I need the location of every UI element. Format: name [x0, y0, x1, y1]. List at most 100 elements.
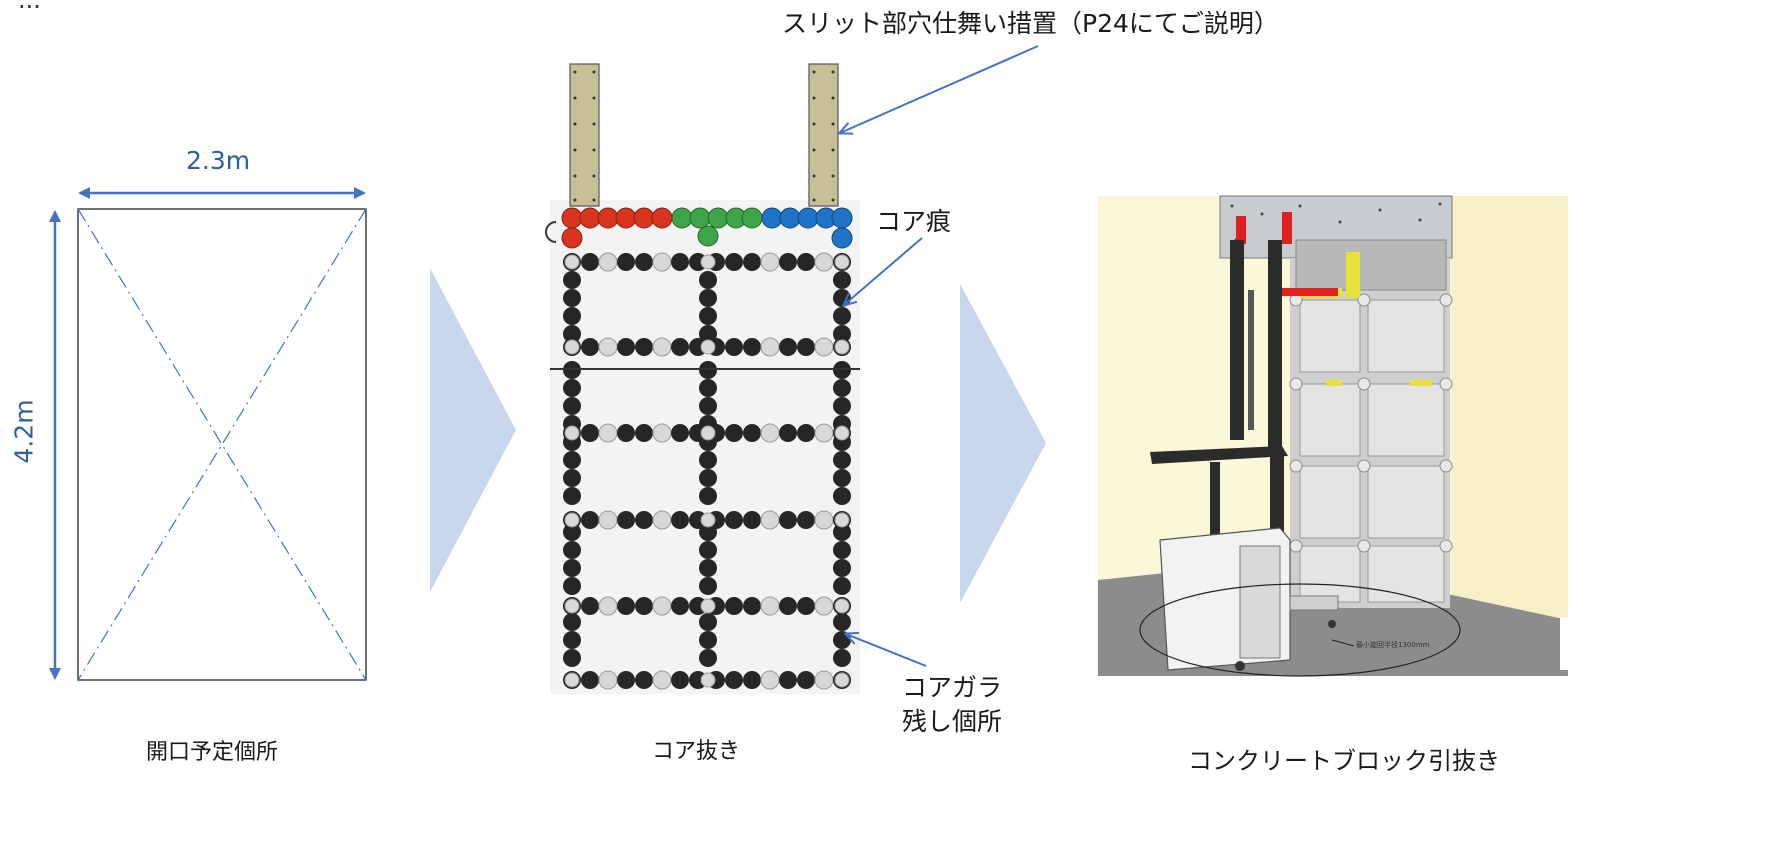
slit-core-blue	[761, 207, 853, 249]
core-hole	[671, 597, 689, 615]
core-hole	[617, 597, 635, 615]
core-hole	[635, 511, 653, 529]
core-rubble	[834, 425, 850, 441]
slit-plate-left	[569, 63, 600, 207]
core-hole	[725, 511, 743, 529]
core-hole	[699, 649, 717, 667]
core-hole	[563, 379, 581, 397]
core-hole	[833, 613, 851, 631]
core-hole	[563, 469, 581, 487]
core-rubble	[834, 672, 850, 688]
core-hole	[581, 338, 599, 356]
core-hole	[797, 597, 815, 615]
core-rubble	[700, 512, 716, 528]
slit-note-label: スリット部穴仕舞い措置（P24にてご説明）	[782, 9, 1279, 38]
core-hole	[797, 424, 815, 442]
core-hole	[563, 487, 581, 505]
core-hole	[833, 307, 851, 325]
core-mark-label: コア痕	[876, 207, 952, 236]
core-hole	[743, 671, 761, 689]
core-hole	[699, 469, 717, 487]
core-hole	[779, 338, 797, 356]
core-hole	[581, 511, 599, 529]
core-rubble-label-line1: コアガラ	[902, 673, 1003, 702]
opening-caption: 開口予定個所	[146, 740, 279, 765]
core-hole	[743, 511, 761, 529]
core-rubble	[834, 598, 850, 614]
slit-note-leader	[840, 45, 1039, 133]
turning-radius-circle	[1139, 583, 1461, 677]
core-hole	[563, 559, 581, 577]
core-rubble	[700, 254, 716, 270]
core-hole	[725, 424, 743, 442]
core-hole	[833, 523, 851, 541]
opening-outline	[77, 208, 367, 681]
core-rubble	[564, 598, 580, 614]
core-rubble	[564, 425, 580, 441]
core-hole	[699, 307, 717, 325]
core-hole	[833, 397, 851, 415]
core-hole	[833, 325, 851, 343]
core-hole	[563, 307, 581, 325]
core-hole	[617, 424, 635, 442]
core-hole	[671, 253, 689, 271]
step-chevron-2	[960, 284, 1046, 603]
core-rubble	[700, 425, 716, 441]
core-hole	[699, 613, 717, 631]
core-grid	[563, 252, 851, 690]
core-hole	[563, 325, 581, 343]
core-hole	[797, 338, 815, 356]
core-hole	[581, 253, 599, 271]
core-hole	[617, 338, 635, 356]
core-rubble	[700, 598, 716, 614]
slit-plate-right	[808, 63, 839, 207]
turning-radius-note: 最小旋回半径1300mm	[1356, 641, 1430, 649]
core-hole	[779, 671, 797, 689]
core-hole	[617, 511, 635, 529]
core-hole	[563, 577, 581, 595]
core-hole	[563, 451, 581, 469]
block-wall	[1289, 239, 1453, 608]
core-hole	[563, 271, 581, 289]
core-rubble-leader	[846, 634, 927, 667]
core-hole	[699, 451, 717, 469]
core-hole	[635, 424, 653, 442]
core-hole	[743, 597, 761, 615]
core-hole	[725, 597, 743, 615]
core-hole	[743, 253, 761, 271]
core-rubble	[834, 512, 850, 528]
core-hole	[581, 424, 599, 442]
core-hole	[833, 451, 851, 469]
core-hole	[699, 559, 717, 577]
core-hole	[617, 671, 635, 689]
core-rubble	[834, 254, 850, 270]
core-hole	[743, 338, 761, 356]
core-hole	[563, 289, 581, 307]
core-rubble	[564, 512, 580, 528]
slit-core-green	[671, 207, 763, 247]
core-hole	[563, 649, 581, 667]
core-hole	[779, 424, 797, 442]
core-hole	[699, 289, 717, 307]
core-hole	[797, 671, 815, 689]
core-hole	[635, 338, 653, 356]
core-hole	[779, 597, 797, 615]
core-hole	[833, 271, 851, 289]
core-mark-leader	[844, 237, 923, 305]
core-hole	[635, 597, 653, 615]
core-rubble-label-line2: 残し個所	[902, 707, 1003, 736]
core-hole	[671, 511, 689, 529]
core-hole	[671, 671, 689, 689]
core-hole	[833, 541, 851, 559]
core-hole	[699, 523, 717, 541]
core-rubble	[564, 672, 580, 688]
core-rubble	[834, 339, 850, 355]
core-hole	[699, 325, 717, 343]
red-slit-plate-left	[1236, 216, 1246, 244]
core-hole	[671, 338, 689, 356]
core-hole	[797, 511, 815, 529]
core-hole	[743, 424, 761, 442]
